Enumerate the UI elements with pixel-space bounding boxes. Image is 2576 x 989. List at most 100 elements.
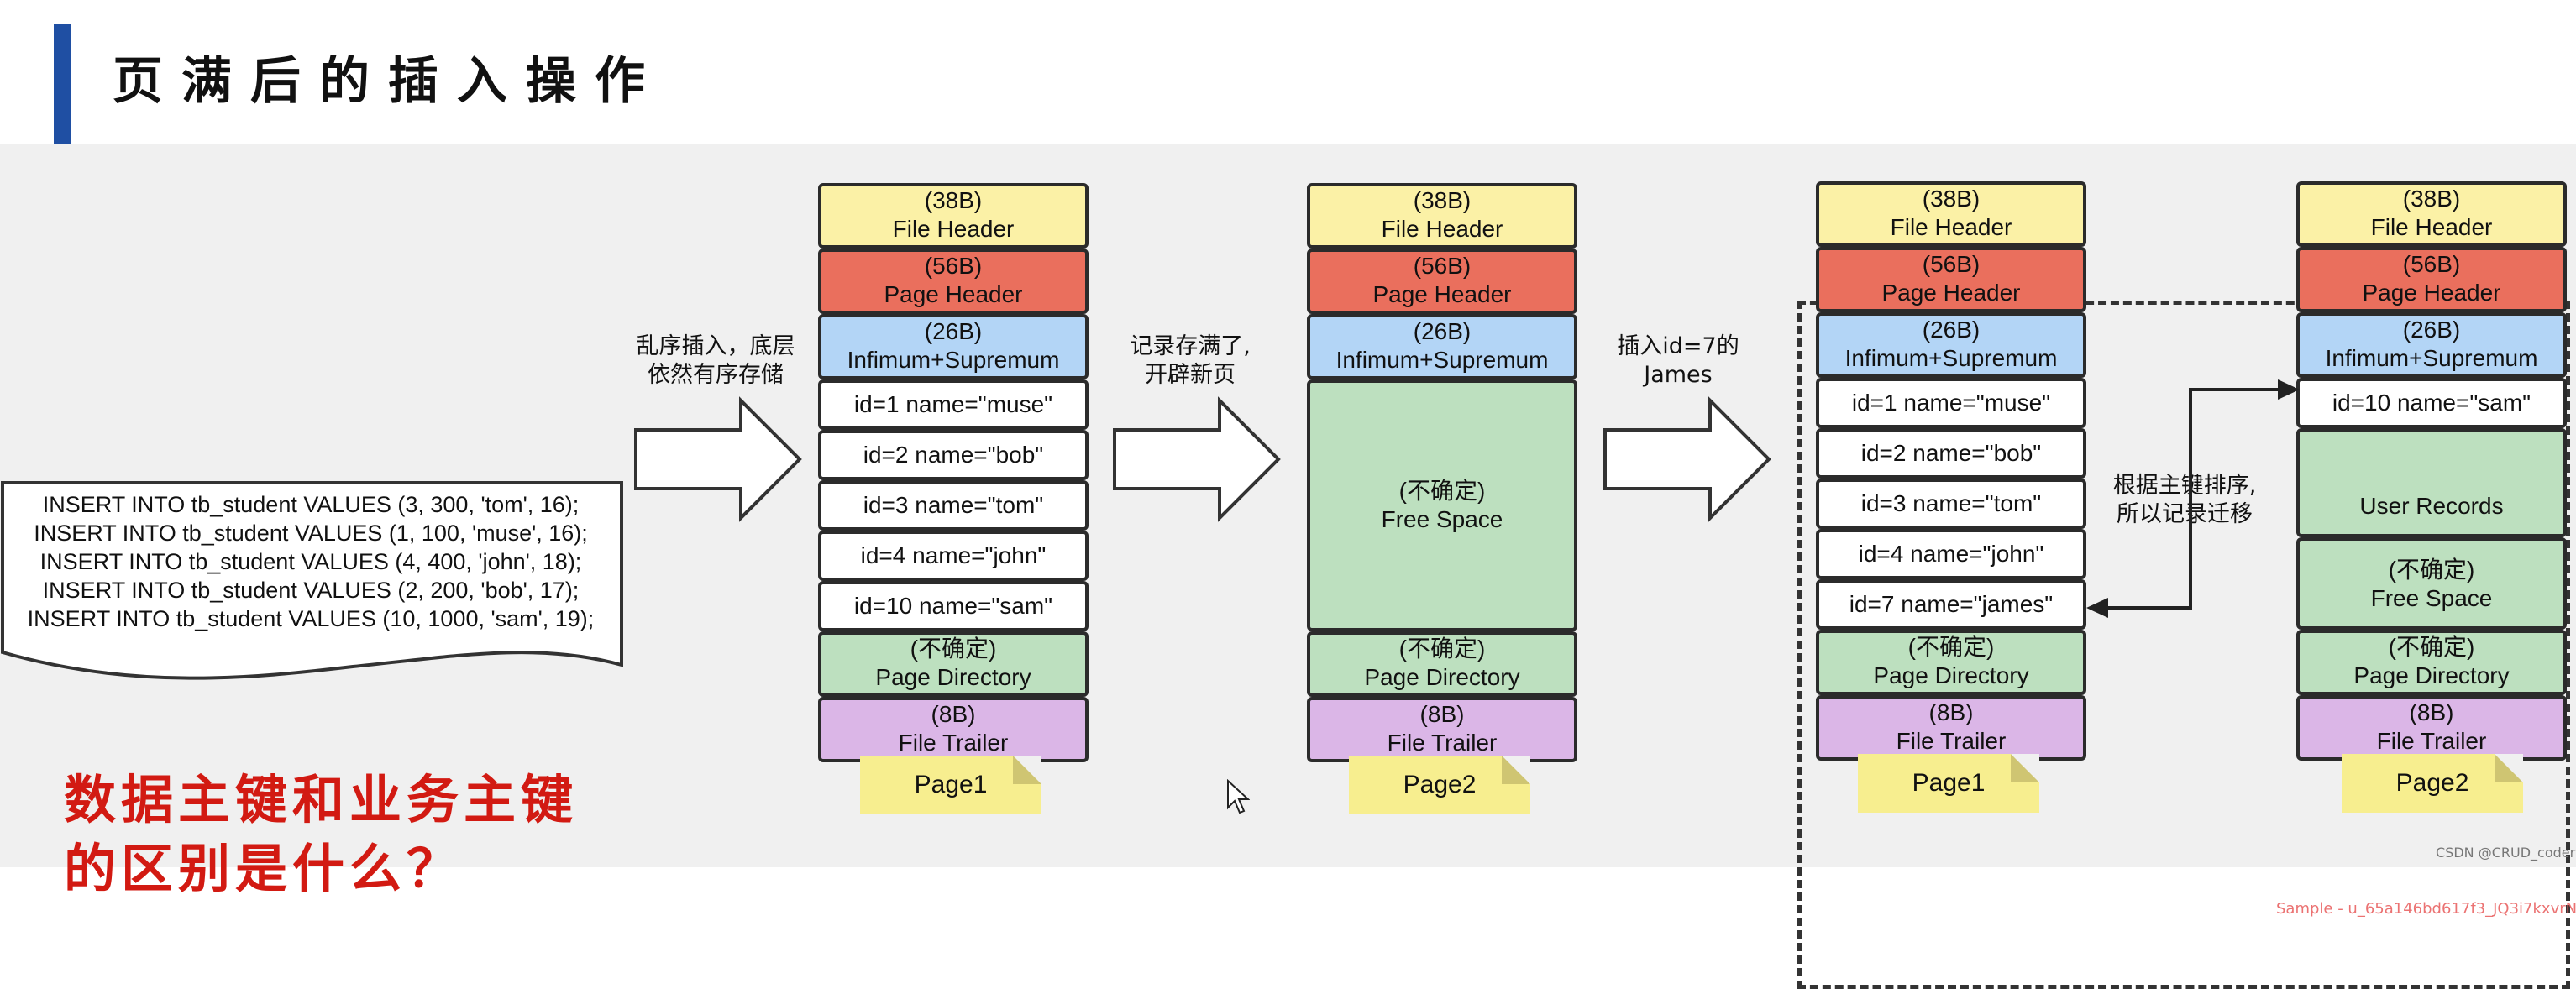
block-name: Page Header [1881,280,2021,306]
record-row: id=3 name="tom" [1816,479,2086,529]
diagram-canvas: INSERT INTO tb_student VALUES (3, 300, '… [0,144,2576,989]
question-line: 的区别是什么？ [64,838,464,899]
block-name: Free Space [1381,506,1503,532]
infimum-supremum-block: (26B) Infimum+Supremum [2296,312,2567,378]
free-space-block: (不确定) Free Space [1307,379,1577,631]
record-row: id=2 name="bob" [818,430,1089,480]
block-name: User Records [2359,493,2504,519]
note-line: 乱序插入，底层 [636,333,795,359]
title-bar: 页满后的插入操作 [0,0,2576,144]
question-text: 数据主键和业务主键 的区别是什么？ [64,766,578,903]
block-size: (26B) [1922,317,1981,343]
block-name: Page Header [1372,281,1512,307]
page-header-block: (56B) Page Header [818,249,1089,314]
record-row: id=2 name="bob" [1816,428,2086,479]
block-size: (8B) [931,701,976,727]
note-unordered: 乱序插入，底层 依然有序存储 [632,332,800,390]
file-header-block: (38B) File Header [1307,183,1577,249]
block-size: (8B) [2409,699,2454,725]
page-label: Page2 [1349,756,1530,814]
block-size: (56B) [1922,251,1981,277]
mouse-cursor-icon [1227,779,1250,814]
page-label-text: Page1 [914,771,988,798]
record-row: id=4 name="john" [818,531,1089,581]
csdn-credit: CSDN @CRUD_coder [2436,845,2576,861]
block-name: Infimum+Supremum [2325,345,2538,371]
folded-corner-icon [1013,756,1041,784]
block-name: File Trailer [898,730,1009,756]
page-label-text: Page1 [1912,769,1986,797]
sql-line: INSERT INTO tb_student VALUES (2, 200, '… [42,578,580,603]
page-label: Page1 [860,756,1041,814]
page-header-block: (56B) Page Header [2296,247,2567,312]
sql-line: INSERT INTO tb_student VALUES (4, 400, '… [39,549,582,574]
note-line: 插入id=7的 [1617,333,1739,359]
page-directory-block: (不确定) Page Directory [1307,631,1577,697]
note-line: 记录存满了, [1130,333,1251,359]
infimum-supremum-block: (26B) Infimum+Supremum [1816,312,2086,378]
block-name: File Header [1381,216,1503,242]
record-row: id=10 name="sam" [2296,378,2567,428]
block-size: (38B) [1413,187,1472,213]
page-label-text: Page2 [1403,771,1477,798]
page-directory-block: (不确定) Page Directory [2296,630,2567,695]
note-line: James [1644,362,1713,388]
record-row: id=1 name="muse" [818,379,1089,430]
block-name: File Trailer [1896,728,2007,754]
block-size: (38B) [924,187,983,213]
watermark-text: Sample - u_65a146bd617f3_JQ3i7kxvrN [2276,900,2576,918]
file-trailer-block: (8B) File Trailer [1307,697,1577,762]
page-header-block: (56B) Page Header [1816,247,2086,312]
block-size: (不确定) [2388,634,2475,660]
block-size: (26B) [1413,318,1472,344]
file-trailer-block: (8B) File Trailer [2296,695,2567,761]
block-name: Page Directory [1873,662,2029,688]
block-size: (不确定) [910,636,997,662]
sql-line: INSERT INTO tb_student VALUES (1, 100, '… [34,521,588,546]
infimum-supremum-block: (26B) Infimum+Supremum [1307,314,1577,379]
note-line: 依然有序存储 [648,362,784,388]
folded-corner-icon [1502,756,1530,784]
folded-corner-icon [2011,754,2039,782]
page-header-block: (56B) Page Header [1307,249,1577,314]
page-label-text: Page2 [2395,769,2469,797]
block-size: (38B) [1922,186,1981,212]
user-records-block: User Records [2296,428,2567,537]
block-size: (56B) [924,253,983,279]
block-name: Page Header [2362,280,2501,306]
block-size: (8B) [1928,699,1974,725]
record-row: id=10 name="sam" [818,581,1089,631]
block-name: Page Directory [1364,664,1520,690]
block-name: File Header [892,216,1015,242]
question-line: 数据主键和业务主键 [64,769,579,830]
free-space-block: (不确定) Free Space [2296,537,2567,630]
file-trailer-block: (8B) File Trailer [1816,695,2086,761]
note-page-full: 记录存满了, 开辟新页 [1119,332,1262,390]
block-size: (不确定) [1907,634,1995,660]
page-directory-block: (不确定) Page Directory [1816,630,2086,695]
page-directory-block: (不确定) Page Directory [818,631,1089,697]
infimum-supremum-block: (26B) Infimum+Supremum [818,314,1089,379]
block-name: File Trailer [1387,730,1498,756]
record-row: id=4 name="john" [1816,529,2086,579]
block-name: Page Header [884,281,1023,307]
block-size: (不确定) [1398,636,1486,662]
arrow-right-icon [1113,396,1281,522]
block-size: (38B) [2402,186,2461,212]
block-name: File Header [1890,214,2012,240]
record-row: id=3 name="tom" [818,480,1089,531]
slide-title: 页满后的插入操作 [113,52,664,111]
block-name: File Header [2370,214,2493,240]
file-trailer-block: (8B) File Trailer [818,697,1089,762]
block-name: Infimum+Supremum [1335,347,1549,373]
file-header-block: (38B) File Header [1816,181,2086,247]
block-name: Page Directory [2353,662,2510,688]
page-label: Page1 [1858,754,2039,813]
block-size: (8B) [1419,701,1465,727]
block-size: (56B) [2402,251,2461,277]
sql-line: INSERT INTO tb_student VALUES (3, 300, '… [42,492,580,517]
note-line: 开辟新页 [1145,362,1236,388]
note-insert-7: 插入id=7的 James [1611,332,1745,390]
document-shape [1,481,623,680]
note-line: 所以记录迁移 [2117,501,2253,527]
